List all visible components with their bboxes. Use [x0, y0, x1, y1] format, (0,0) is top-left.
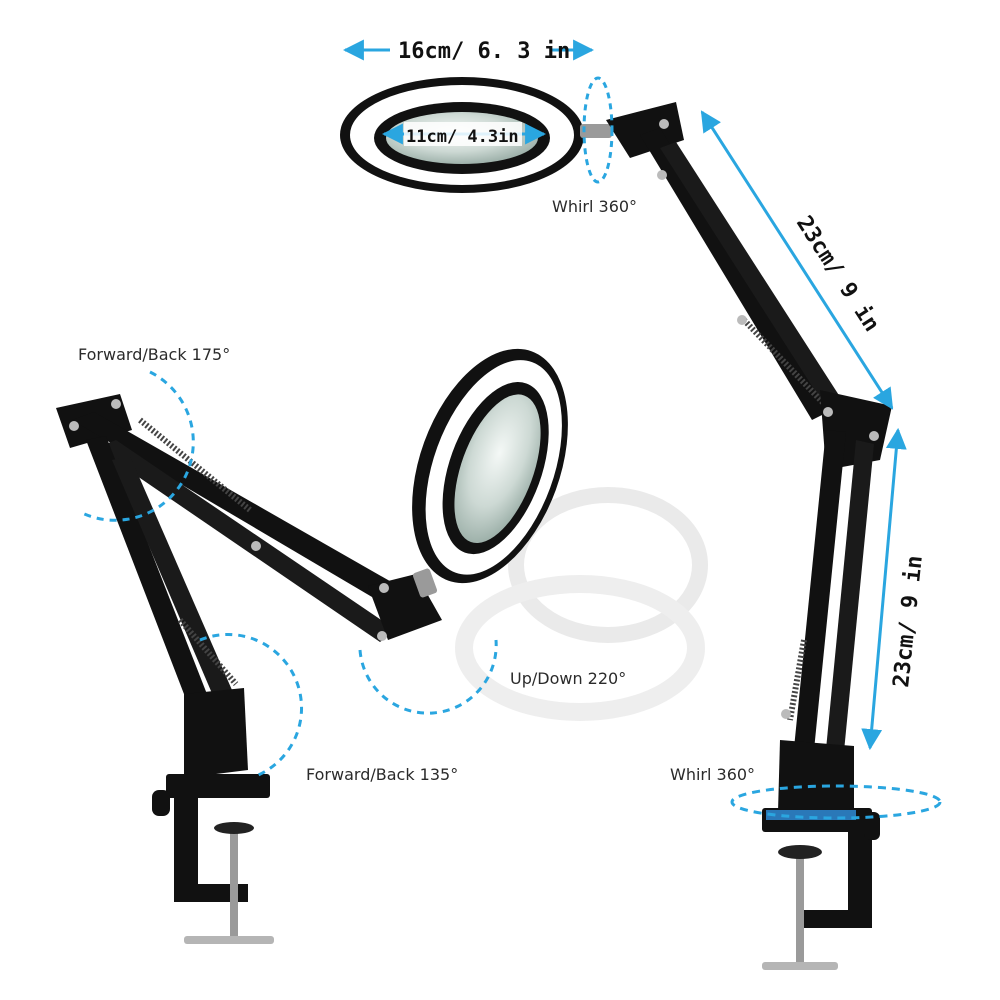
lower-arm-length-arrow	[861, 427, 907, 751]
outer-diameter-label: 16cm/ 6. 3 in	[398, 39, 570, 64]
magnifier-head-left	[412, 348, 568, 584]
up-down-220-indicator	[358, 639, 498, 715]
ghost-head-positions	[455, 487, 708, 721]
upper-arm-length-arrow	[700, 110, 894, 410]
clamp-base-right	[762, 740, 880, 970]
head-whirl-label: Whirl 360°	[552, 197, 637, 216]
lamp-dimension-view: 16cm/ 6. 3 in 11cm/ 4.3in Whirl 360° 23c…	[340, 36, 942, 970]
base-whirl-indicator	[730, 784, 942, 820]
head-whirl-indicator	[582, 76, 614, 184]
clamp-base-left	[152, 688, 274, 944]
upper-arm-left	[56, 394, 402, 642]
forward-back-135-label: Forward/Back 135°	[306, 765, 458, 784]
head-connector	[580, 124, 612, 138]
head-bracket-left	[368, 568, 442, 641]
inner-diameter-label: 11cm/ 4.3in	[406, 127, 519, 147]
forward-back-175-label: Forward/Back 175°	[78, 345, 230, 364]
forward-back-135-indicator	[199, 632, 303, 778]
lower-arm-length-label: 23cm/ 9 in	[889, 554, 928, 688]
lower-arm	[781, 430, 874, 772]
up-down-220-label: Up/Down 220°	[510, 669, 626, 688]
upper-arm	[606, 102, 842, 420]
lamp-motion-view: Forward/Back 175° Forward/Back 135° Up/D…	[56, 345, 708, 944]
base-whirl-label: Whirl 360°	[670, 765, 755, 784]
forward-back-175-indicator	[79, 370, 195, 522]
